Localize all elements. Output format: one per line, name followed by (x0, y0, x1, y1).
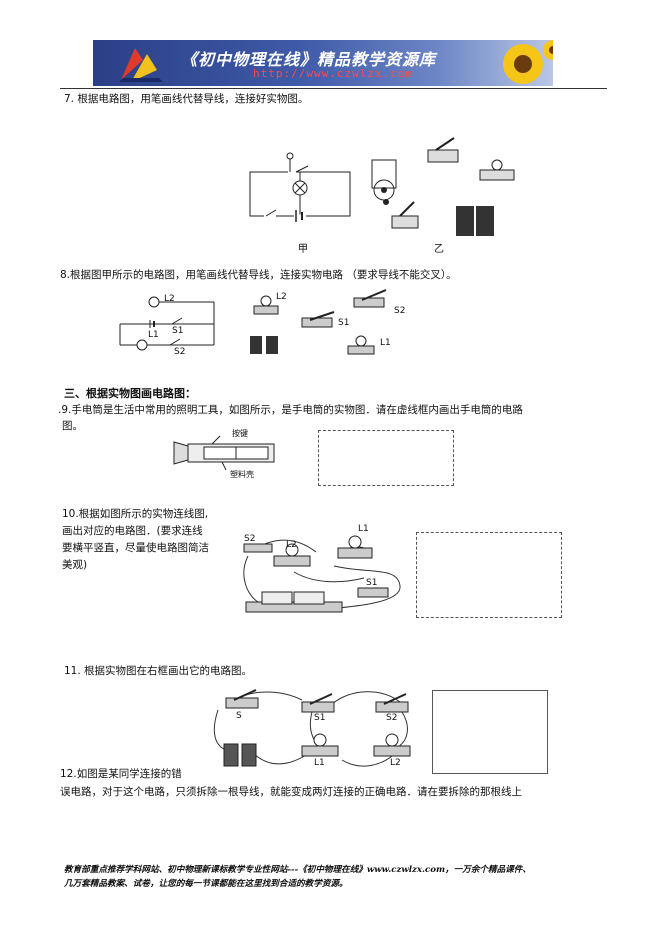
q10-label-s2: S2 (244, 534, 256, 544)
q11-label-s2: S2 (386, 713, 398, 723)
q9-line2: 图。 (62, 420, 83, 432)
q11-label-l1: L1 (314, 758, 325, 768)
q8-label-s1: S1 (172, 326, 184, 336)
q10-line3: 要横平竖直，尽量使电路图简洁 (62, 542, 209, 554)
q8-phys-label-l1: L1 (380, 338, 391, 348)
q10-physical-circuit (243, 535, 401, 613)
q10-label-l1: L1 (358, 524, 369, 534)
header-rule (60, 88, 607, 89)
q7-circuit-diagram (249, 152, 351, 222)
q9-flashlight-image (173, 435, 275, 471)
header-banner: 《初中物理在线》精品教学资源库 http://www.czwlzx.com (93, 40, 553, 86)
q9-answer-box[interactable] (318, 430, 454, 486)
q10-line1: 10.根据如图所示的实物连线图, (62, 508, 209, 520)
banner-url[interactable]: http://www.czwlzx.com (253, 67, 414, 80)
logo-icon (119, 48, 163, 82)
q8-phys-label-l2: L2 (276, 292, 287, 302)
q7-physical-components (371, 137, 515, 236)
q10-label-l2: L2 (286, 540, 297, 550)
q7-label-yi: 乙 (434, 244, 444, 255)
q10-label-s1: S1 (366, 578, 378, 588)
q11-text: 11. 根据实物图在右框画出它的电路图。 (64, 665, 253, 677)
q9-label-shell: 塑料壳 (230, 470, 254, 479)
q8-text: 8.根据图甲所示的电路图，用笔画线代替导线，连接实物电路 （要求导线不能交叉）。 (60, 269, 457, 281)
footer-line2: 几万套精品教案、试卷，让您的每一节课都能在这里找到合适的教学资源。 (64, 879, 348, 889)
q8-phys-label-s2: S2 (394, 306, 406, 316)
q9-line1: .9.手电筒是生活中常用的照明工具，如图所示，是手电筒的实物图．请在虚线框内画出… (58, 404, 523, 416)
q10-answer-box[interactable] (416, 532, 562, 618)
footer-line1: 教育部重点推荐学科网站、初中物理新课标教学专业性网站---《初中物理在线》www… (64, 865, 531, 875)
q11-label-s: S (236, 711, 242, 721)
q7-text: 7. 根据电路图，用笔画线代替导线，连接好实物图。 (64, 93, 309, 105)
q8-circuit-diagram (119, 296, 215, 351)
q12-line2: 误电路，对于这个电路，只须拆除一根导线，就能变成两灯连接的正确电路．请在要拆除的… (60, 786, 522, 798)
q12-line1: 12.如图是某同学连接的错 (60, 768, 182, 780)
q7-label-jia: 甲 (298, 244, 308, 255)
section3-title: 三、根据实物图画电路图： (64, 387, 196, 400)
q8-label-s2: S2 (174, 347, 186, 357)
q9-label-button: 按键 (232, 429, 248, 438)
q11-label-l2: L2 (390, 758, 401, 768)
q11-physical-circuit (213, 689, 411, 767)
q11-label-s1: S1 (314, 713, 326, 723)
sunflower-icon (503, 40, 553, 84)
q10-line4: 美观) (62, 559, 88, 571)
q10-line2: 画出对应的电路图．(要求连线 (62, 525, 203, 537)
q8-label-l1: L1 (148, 330, 159, 340)
q11-answer-box[interactable] (432, 690, 548, 774)
q8-phys-label-s1: S1 (338, 318, 350, 328)
q8-physical-components (250, 289, 387, 355)
banner-title: 《初中物理在线》精品教学资源库 (181, 50, 437, 69)
q8-label-l2: L2 (164, 294, 175, 304)
